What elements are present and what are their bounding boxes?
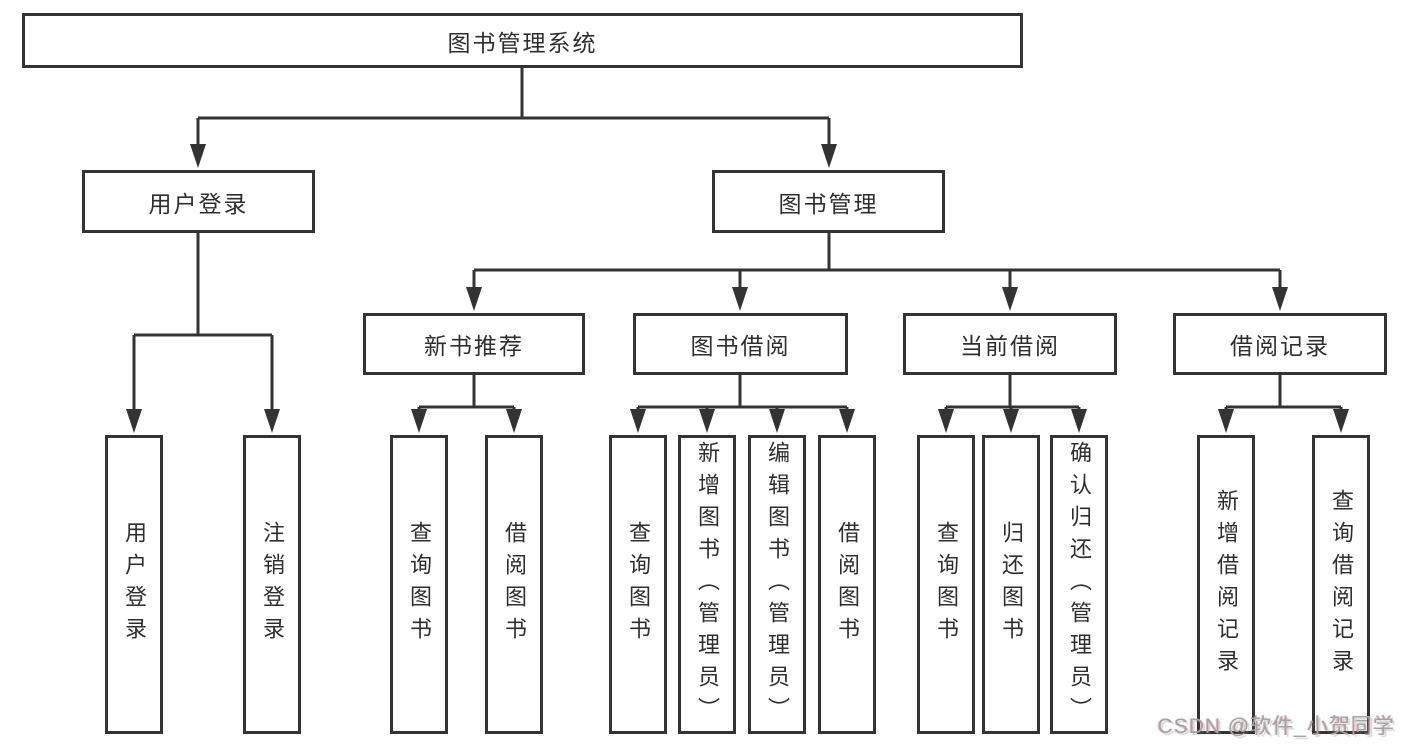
leaf-newbook-borrow-books: 借阅图书 (485, 435, 543, 734)
leaf-edit-books-admin: 编辑图书（管理员） (748, 435, 806, 734)
node-new-book-recommend-label: 新书推荐 (424, 333, 524, 359)
leaf-logout-label: 注销登录 (260, 520, 285, 649)
leaf-borrow-query-books: 查询图书 (609, 435, 667, 734)
leaf-current-query-books: 查询图书 (917, 435, 975, 734)
leaf-borrow-books-label: 借阅图书 (835, 520, 860, 649)
node-user-login: 用户登录 (82, 170, 315, 233)
leaf-add-books-admin: 新增图书（管理员） (678, 435, 736, 734)
leaf-add-books-admin-label: 新增图书（管理员） (695, 440, 720, 729)
leaf-newbook-query-books: 查询图书 (390, 435, 448, 734)
node-borrow-records-label: 借阅记录 (1230, 333, 1330, 359)
node-root-label: 图书管理系统 (447, 29, 598, 56)
leaf-edit-books-admin-label: 编辑图书（管理员） (765, 440, 790, 729)
arrowheads (126, 144, 1349, 433)
leaf-add-borrow-record: 新增借阅记录 (1197, 435, 1255, 734)
leaf-query-borrow-record-label: 查询借阅记录 (1329, 488, 1354, 681)
leaf-newbook-borrow-books-label: 借阅图书 (502, 520, 527, 649)
leaf-confirm-return-admin-label: 确认归还（管理员） (1067, 440, 1092, 729)
node-book-management: 图书管理 (712, 170, 945, 233)
leaf-newbook-query-books-label: 查询图书 (407, 520, 432, 649)
leaf-logout: 注销登录 (243, 435, 301, 734)
node-book-borrowing: 图书借阅 (633, 313, 848, 375)
leaf-user-login: 用户登录 (105, 435, 163, 734)
node-root-system: 图书管理系统 (22, 13, 1023, 68)
leaf-query-borrow-record: 查询借阅记录 (1312, 435, 1370, 734)
node-borrow-records: 借阅记录 (1173, 313, 1387, 375)
leaf-add-borrow-record-label: 新增借阅记录 (1214, 488, 1239, 681)
node-new-book-recommend: 新书推荐 (363, 313, 585, 375)
leaf-borrow-books: 借阅图书 (818, 435, 876, 734)
leaf-user-login-label: 用户登录 (122, 520, 147, 649)
node-current-borrowing-label: 当前借阅 (960, 333, 1060, 359)
leaf-confirm-return-admin: 确认归还（管理员） (1050, 435, 1108, 734)
node-current-borrowing: 当前借阅 (903, 313, 1117, 375)
csdn-watermark: CSDN @软件_小贺同学 (1157, 715, 1395, 738)
leaf-return-books: 归还图书 (982, 435, 1040, 734)
leaf-borrow-query-books-label: 查询图书 (626, 520, 651, 649)
node-user-login-label: 用户登录 (148, 190, 249, 217)
node-book-borrowing-label: 图书借阅 (690, 333, 791, 359)
node-book-management-label: 图书管理 (778, 190, 879, 217)
leaf-return-books-label: 归还图书 (999, 520, 1024, 649)
leaf-current-query-books-label: 查询图书 (934, 520, 959, 649)
